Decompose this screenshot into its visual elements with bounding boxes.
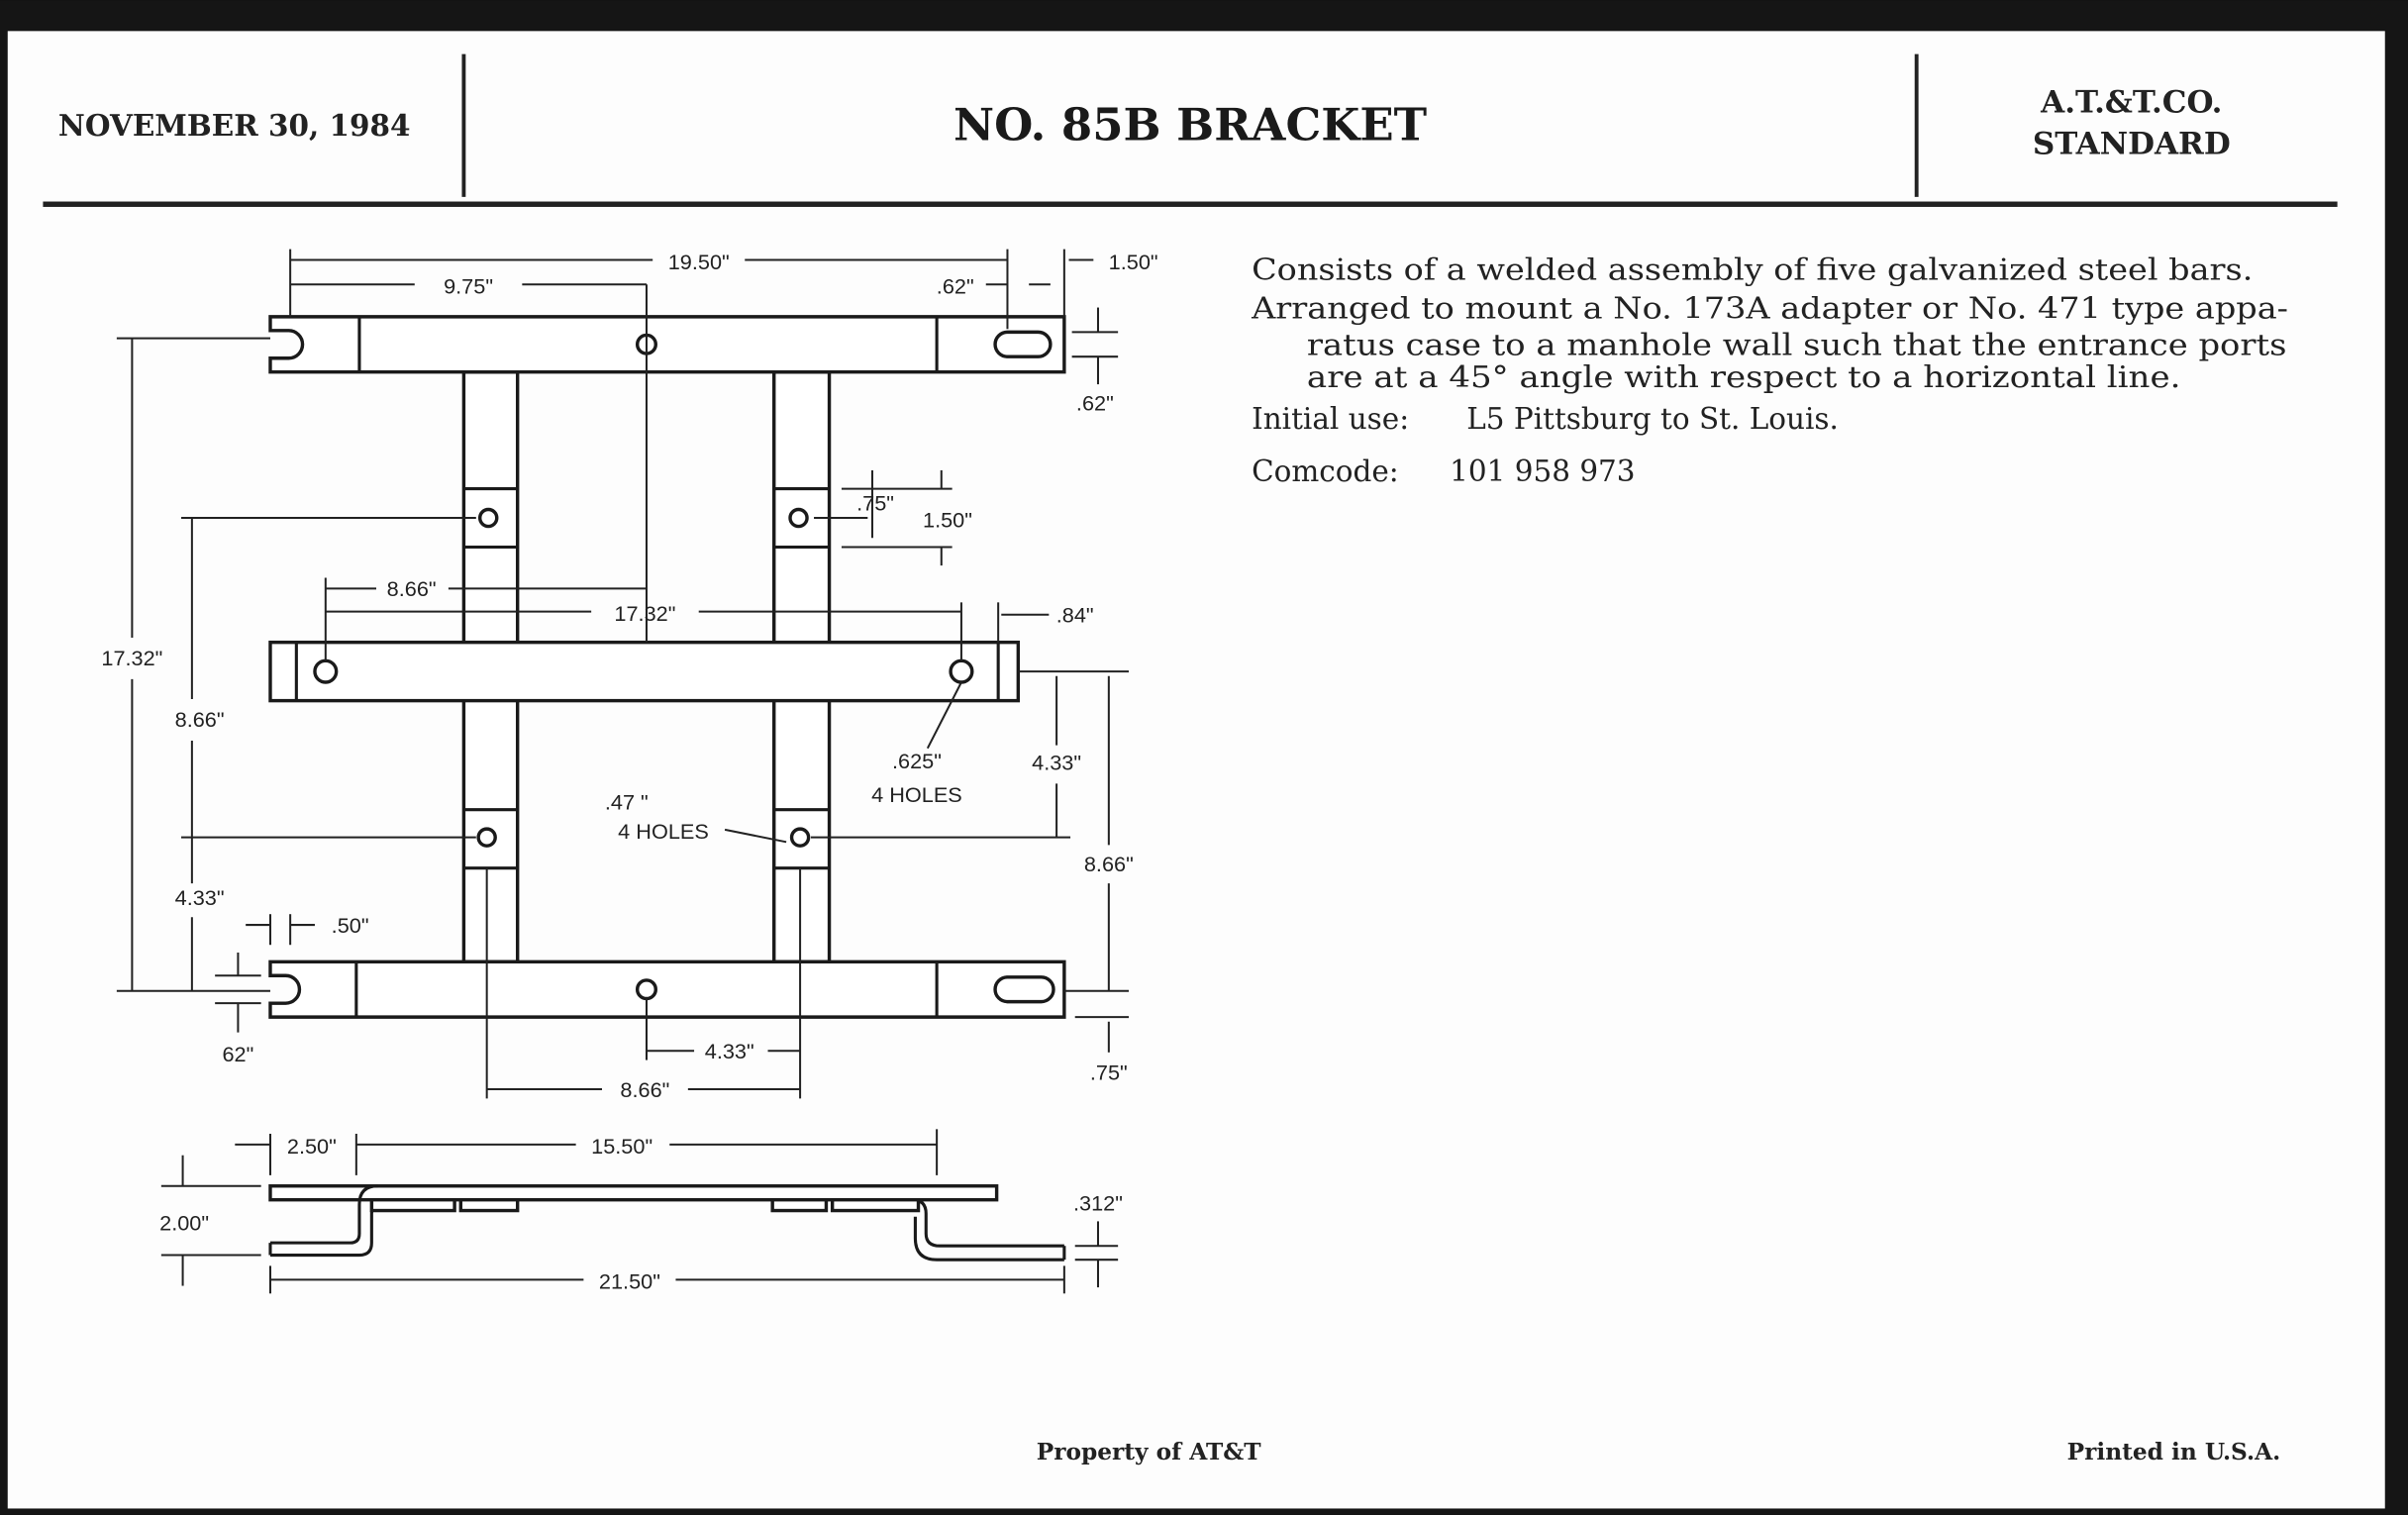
header: NOVEMBER 30, 1984 NO. 85B BRACKET A.T.&T… bbox=[43, 53, 2338, 207]
dim-label: 4.33" bbox=[1032, 750, 1081, 774]
dim-label: 1.50" bbox=[1109, 250, 1158, 274]
dim-label: 1.50" bbox=[923, 507, 972, 532]
dimension-labels: 19.50" 9.75" .62" 1.50" .62" .75" 1.50" … bbox=[101, 250, 1157, 1294]
header-rule bbox=[43, 201, 2338, 207]
dim-label: 8.66" bbox=[175, 707, 225, 732]
dim-label: 4.33" bbox=[175, 885, 225, 910]
dim-label: .47 " bbox=[605, 790, 649, 815]
dim-label: .75" bbox=[856, 490, 894, 515]
comcode-label: Comcode: bbox=[1252, 454, 1399, 488]
desc-line1: Consists of a welded assembly of five ga… bbox=[1252, 253, 2253, 287]
org-line1: A.T.&T.CO. bbox=[2040, 85, 2222, 121]
initial-use-label: Initial use: bbox=[1252, 402, 1409, 436]
desc-line2a: Arranged to mount a No. 173A adapter or … bbox=[1251, 291, 2288, 325]
initial-use-value: L5 Pittsburg to St. Louis. bbox=[1466, 402, 1839, 436]
paper bbox=[7, 31, 2385, 1509]
desc-line2c: are at a 45° angle with respect to a hor… bbox=[1307, 360, 2181, 394]
page-title: NO. 85B BRACKET bbox=[953, 98, 1427, 151]
org-line2: STANDARD bbox=[2033, 126, 2231, 161]
dim-label: .84" bbox=[1056, 603, 1094, 628]
bottom-bar bbox=[268, 960, 1066, 1019]
dimension-lines bbox=[116, 249, 1129, 1294]
dim-label: 8.66" bbox=[387, 576, 437, 601]
dim-label: 4.33" bbox=[705, 1039, 754, 1063]
dim-label: .50" bbox=[332, 913, 369, 938]
dim-label: .62" bbox=[1076, 390, 1114, 415]
dim-label: 62" bbox=[222, 1042, 253, 1066]
top-bar bbox=[268, 315, 1066, 374]
date: NOVEMBER 30, 1984 bbox=[58, 108, 411, 143]
dim-label: .62" bbox=[937, 274, 974, 299]
comcode-value: 101 958 973 bbox=[1450, 454, 1635, 488]
property-notice: Property of AT&T bbox=[1037, 1439, 1262, 1465]
dim-label: 15.50" bbox=[591, 1134, 652, 1159]
dim-label: 9.75" bbox=[444, 274, 493, 299]
dim-label: 8.66" bbox=[620, 1077, 669, 1102]
dim-label: 8.66" bbox=[1084, 852, 1134, 876]
desc-line2b: ratus case to a manhole wall such that t… bbox=[1307, 329, 2287, 362]
dim-label: .625" bbox=[892, 749, 942, 773]
description: Consists of a welded assembly of five ga… bbox=[1251, 253, 2288, 488]
dim-label: 19.50" bbox=[668, 250, 730, 274]
dim-label: 17.32" bbox=[614, 601, 675, 626]
dim-label: 4 HOLES bbox=[618, 819, 709, 844]
dim-label: .75" bbox=[1090, 1060, 1128, 1085]
printed-notice: Printed in U.S.A. bbox=[2067, 1439, 2281, 1465]
dim-label: 4 HOLES bbox=[871, 782, 962, 807]
footer: Property of AT&T Printed in U.S.A. bbox=[1037, 1439, 2281, 1465]
side-view bbox=[268, 1184, 1066, 1262]
dim-label: 21.50" bbox=[599, 1269, 660, 1294]
dim-label: .312" bbox=[1073, 1191, 1123, 1216]
bracket-drawing: 19.50" 9.75" .62" 1.50" .62" .75" 1.50" … bbox=[101, 249, 1158, 1294]
middle-bar bbox=[268, 640, 1021, 703]
dim-label: 2.50" bbox=[287, 1134, 337, 1159]
dim-label: 17.32" bbox=[101, 646, 162, 670]
dim-label: 2.00" bbox=[159, 1211, 209, 1236]
